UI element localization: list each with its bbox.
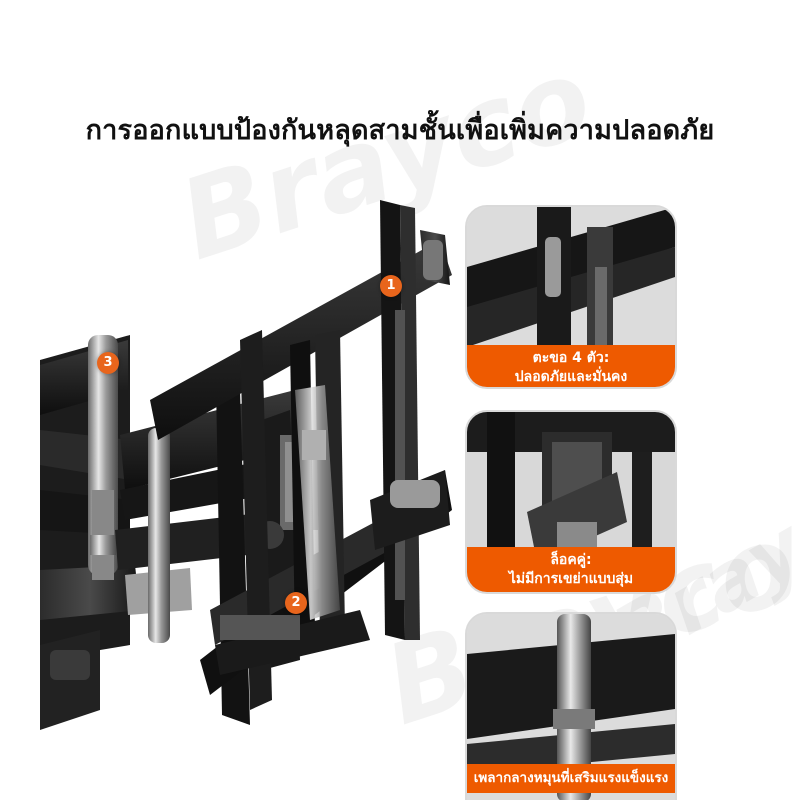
detail-panel-hooks: ตะขอ 4 ตัว: ปลอดภัยและมั่นคง: [465, 205, 677, 389]
marker-1: 1: [380, 275, 402, 297]
marker-3: 3: [97, 352, 119, 374]
tv-mount-illustration: [40, 200, 452, 730]
panel-caption: ล็อคคู่: ไม่มีการเขย่าแบบสุ่ม: [467, 547, 675, 592]
caption-line: ตะขอ 4 ตัว:: [532, 350, 610, 366]
caption-line: ล็อคคู่:: [550, 552, 592, 568]
panel-caption: เพลากลางหมุนที่เสริมแรงแข็งแรง: [467, 764, 675, 793]
panel-caption: ตะขอ 4 ตัว: ปลอดภัยและมั่นคง: [467, 345, 675, 387]
marker-2: 2: [285, 592, 307, 614]
detail-panel-lock: ล็อคคู่: ไม่มีการเขย่าแบบสุ่ม: [465, 410, 677, 594]
caption-line: ปลอดภัยและมั่นคง: [514, 369, 628, 385]
detail-panel-pivot: เพลากลางหมุนที่เสริมแรงแข็งแรง: [465, 612, 677, 800]
caption-line: ไม่มีการเขย่าแบบสุ่ม: [508, 571, 634, 587]
page-title: การออกแบบป้องกันหลุดสามชั้นเพื่อเพิ่มควา…: [85, 115, 715, 146]
